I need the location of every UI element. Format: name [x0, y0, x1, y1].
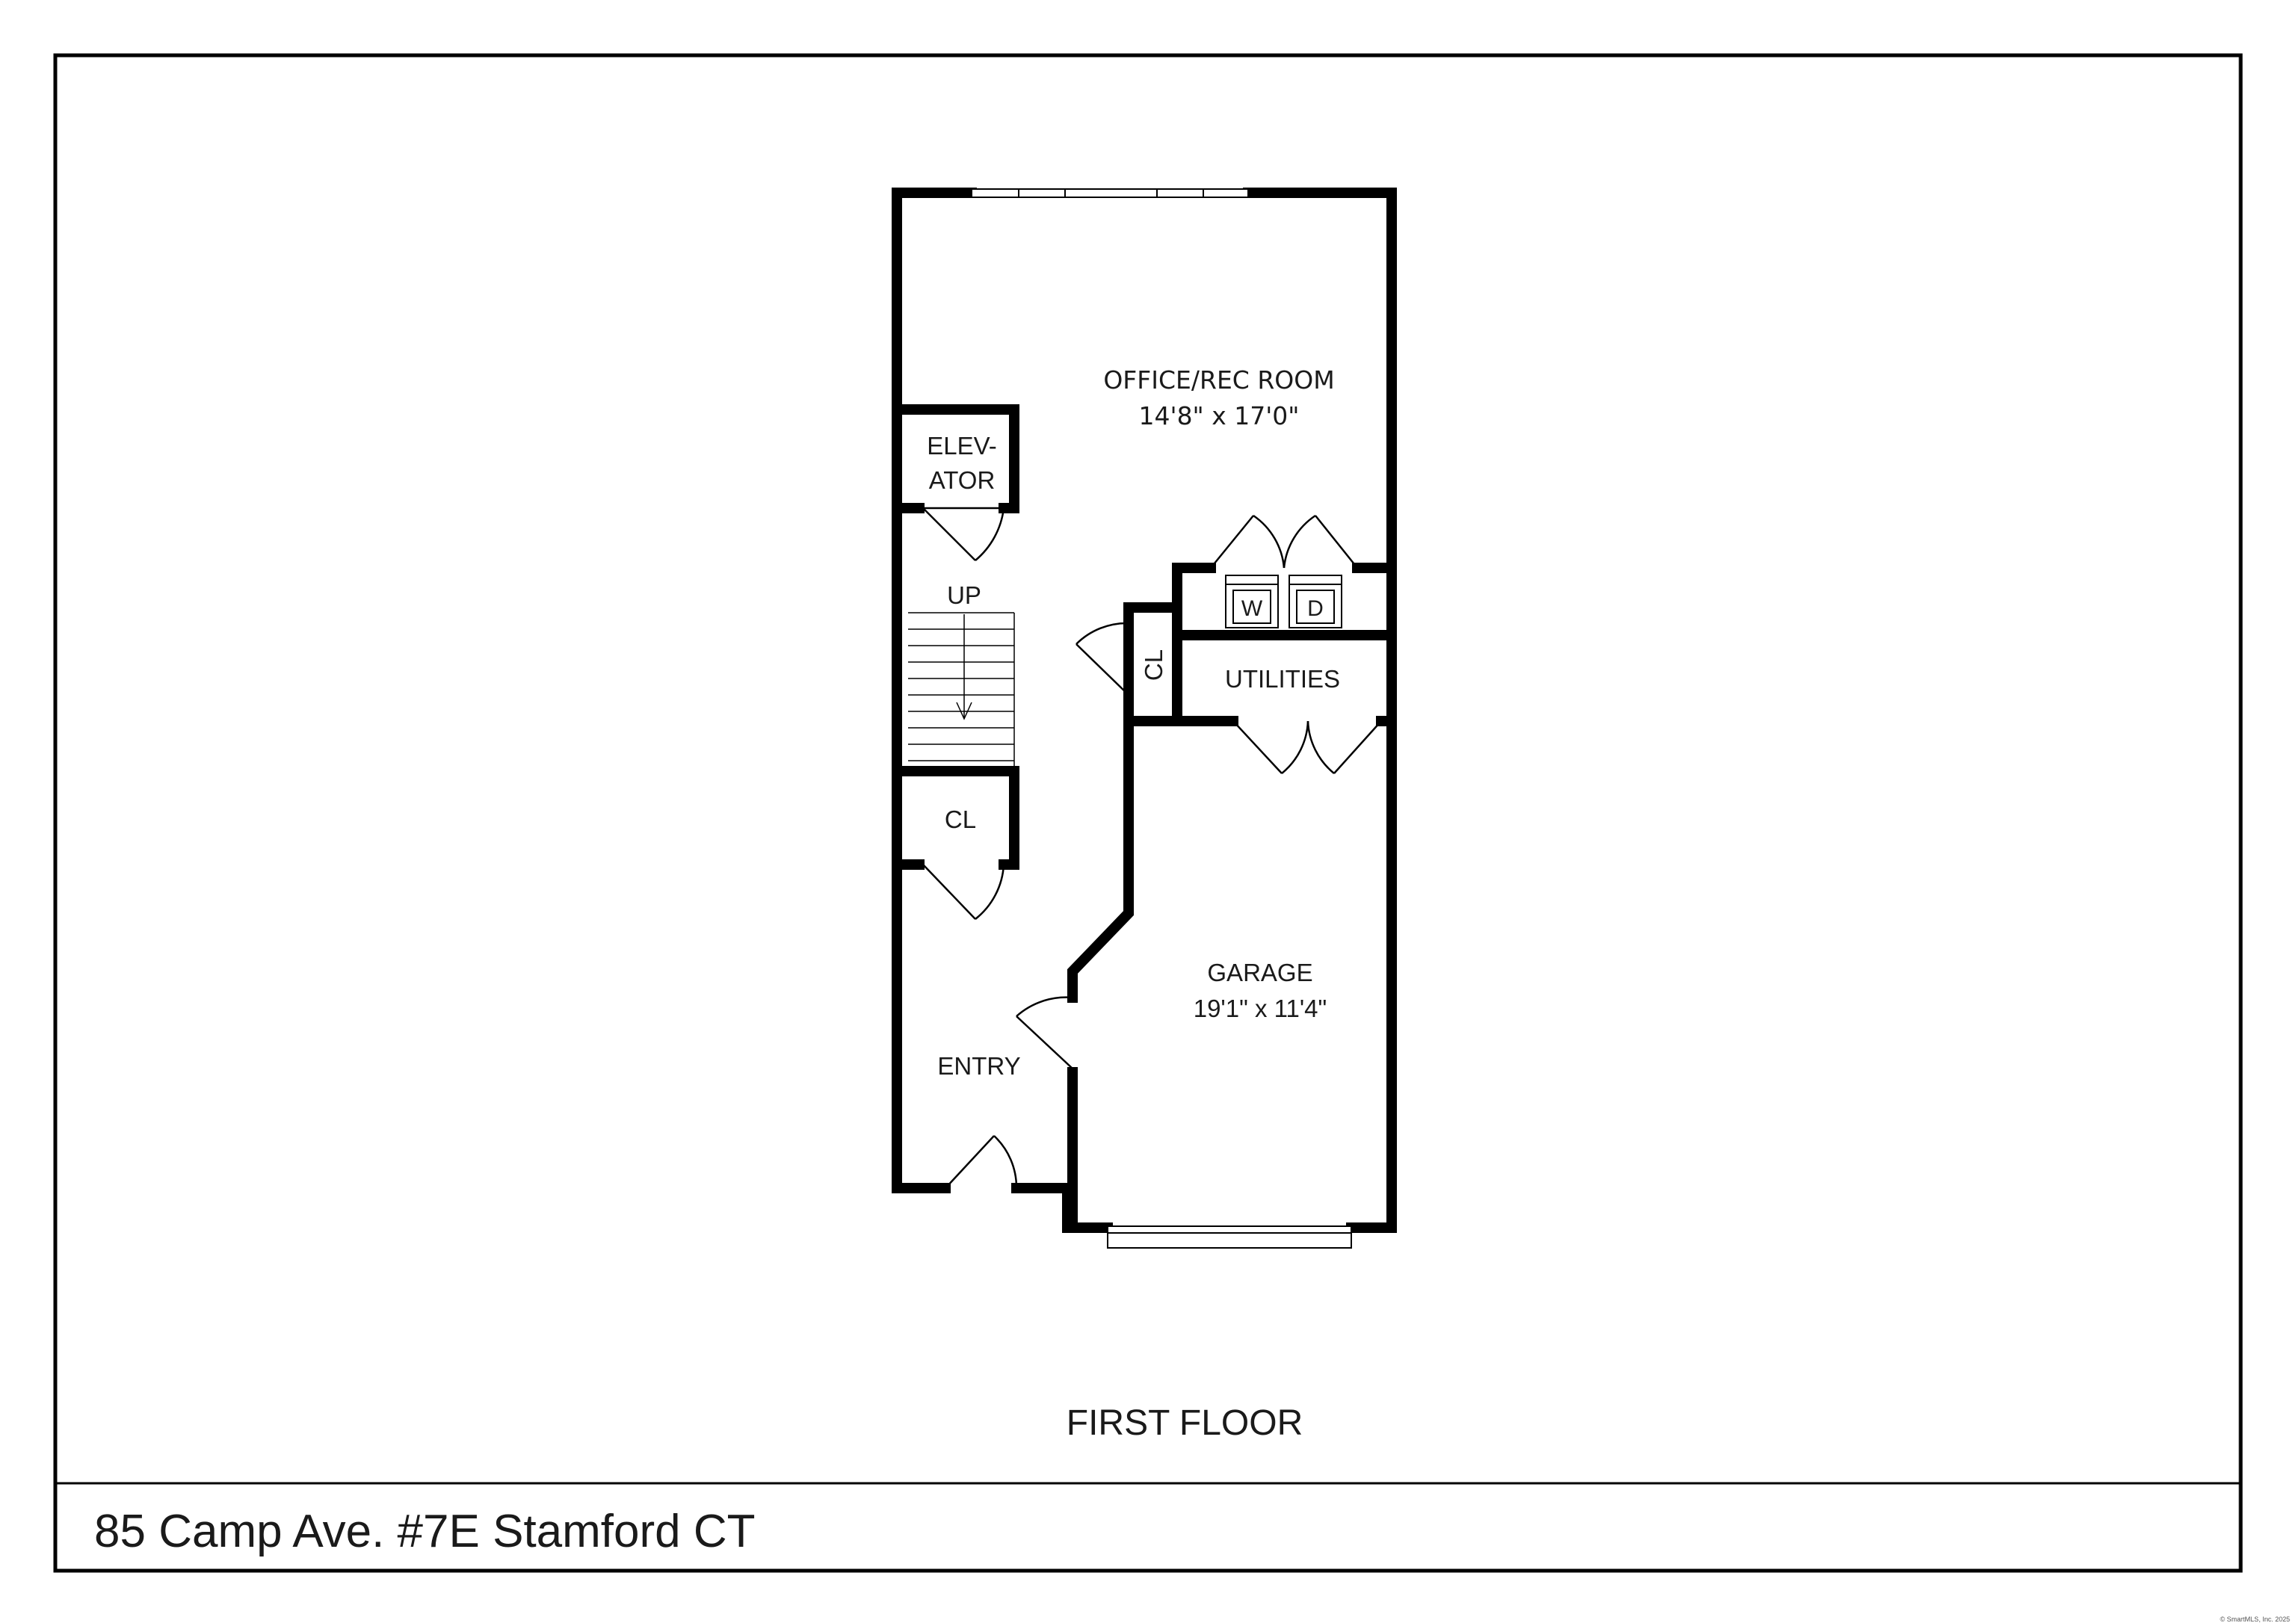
room-utilities: UTILITIES — [1225, 665, 1340, 693]
floor-title: FIRST FLOOR — [1067, 1403, 1303, 1443]
room-garage-dims: 19'1" x 11'4" — [1194, 995, 1327, 1022]
door-laundry-right — [1283, 514, 1358, 569]
door-closet-left — [922, 864, 1005, 920]
wall-elevator — [892, 404, 1019, 513]
door-garage — [1016, 996, 1073, 1069]
wall-mid-closet — [1123, 602, 1182, 726]
door-elevator — [922, 507, 1005, 561]
door-utilities-left — [1232, 720, 1309, 774]
washer-dryer — [1225, 575, 1342, 628]
room-closet-mid: CL — [1140, 649, 1167, 681]
room-garage-name: GARAGE — [1207, 959, 1312, 986]
door-entry — [945, 1135, 1018, 1189]
page-frame — [53, 53, 2243, 1573]
door-laundry-left — [1210, 514, 1286, 569]
dryer-label: D — [1307, 596, 1324, 621]
room-elevator-line2: ATOR — [929, 466, 996, 494]
property-address: 85 Camp Ave. #7E Stamford CT — [94, 1506, 756, 1557]
wall-garage-angle — [1067, 716, 1175, 1003]
wall-closet-left — [892, 766, 1019, 870]
room-office-name: OFFICE/REC ROOM — [1103, 365, 1334, 395]
room-office-dims: 14'8" x 17'0" — [1139, 401, 1300, 430]
doors — [922, 507, 1382, 1189]
copyright-notice: © SmartMLS, Inc. 2025 — [2220, 1616, 2290, 1623]
window-top — [971, 188, 1249, 198]
room-entry: ENTRY — [937, 1052, 1020, 1080]
door-utilities-right — [1306, 720, 1382, 774]
garage-door — [1107, 1225, 1352, 1249]
walls — [892, 188, 1397, 1233]
washer-label: W — [1241, 596, 1263, 621]
room-elevator-line1: ELEV- — [927, 432, 997, 460]
wall-laundry — [1172, 563, 1216, 613]
room-closet-left: CL — [945, 806, 976, 833]
stairs — [908, 612, 1015, 766]
stairs-up-label: UP — [947, 581, 981, 609]
door-closet-mid — [1076, 622, 1129, 696]
